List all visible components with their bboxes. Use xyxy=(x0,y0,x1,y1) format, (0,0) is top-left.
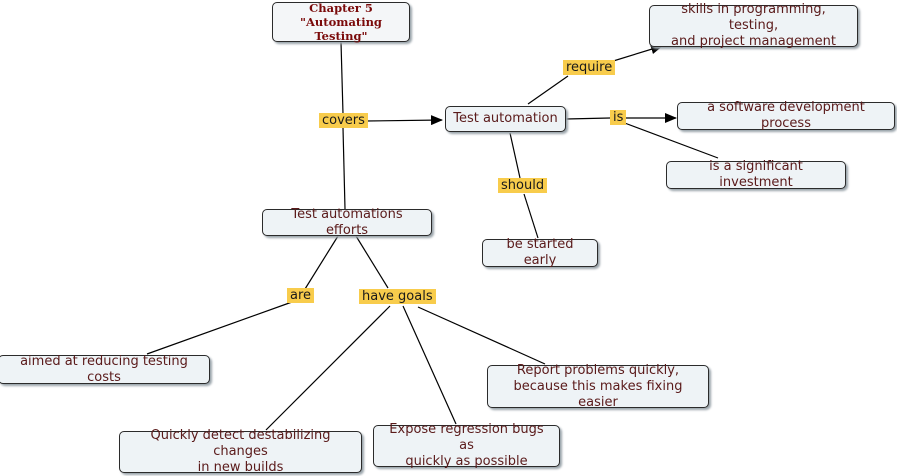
chapter-title-node[interactable]: Chapter 5 "Automating Testing" xyxy=(272,1,410,43)
line-goals-report xyxy=(417,306,546,365)
node-detect-changes[interactable]: Quickly detect destabilizing changes in … xyxy=(119,428,362,475)
line-title-covers xyxy=(340,41,344,115)
link-label-have-goals[interactable]: have goals xyxy=(359,289,436,304)
node-expose-bugs[interactable]: Expose regression bugs as quickly as pos… xyxy=(373,422,560,469)
line-is-investment xyxy=(621,121,719,159)
node-software-process[interactable]: a software development process xyxy=(677,100,895,131)
node-test-automation[interactable]: Test automation xyxy=(445,106,566,132)
link-label-should[interactable]: should xyxy=(498,178,548,193)
line-covers-efforts xyxy=(342,127,346,210)
line-efforts-have-goals xyxy=(355,235,389,289)
line-should-started-early xyxy=(523,193,539,239)
node-skills[interactable]: skills in programming, testing, and proj… xyxy=(649,2,858,49)
line-test-automation-should xyxy=(509,132,521,179)
chapter-name: "Automating Testing" xyxy=(300,15,382,43)
line-require-skills xyxy=(609,44,663,63)
link-label-covers[interactable]: covers xyxy=(319,113,368,128)
link-label-are[interactable]: are xyxy=(287,288,315,303)
link-label-is[interactable]: is xyxy=(610,110,627,125)
chapter-number: Chapter 5 xyxy=(309,1,373,15)
line-are-aimed xyxy=(146,301,293,355)
node-test-automation-efforts[interactable]: Test automations efforts xyxy=(262,207,432,238)
node-aimed-reducing-costs[interactable]: aimed at reducing testing costs xyxy=(0,354,210,385)
line-test-automation-require xyxy=(527,75,569,105)
line-goals-expose xyxy=(402,305,457,425)
line-efforts-are xyxy=(304,235,339,290)
line-goals-detect xyxy=(265,305,391,431)
node-report-problems[interactable]: Report problems quickly, because this ma… xyxy=(487,363,709,410)
node-significant-investment[interactable]: is a significant investment xyxy=(666,159,846,190)
line-test-automation-is xyxy=(565,117,611,120)
link-label-require[interactable]: require xyxy=(563,60,616,75)
node-started-early[interactable]: be started early xyxy=(482,237,598,268)
line-covers-test-automation xyxy=(365,115,443,126)
